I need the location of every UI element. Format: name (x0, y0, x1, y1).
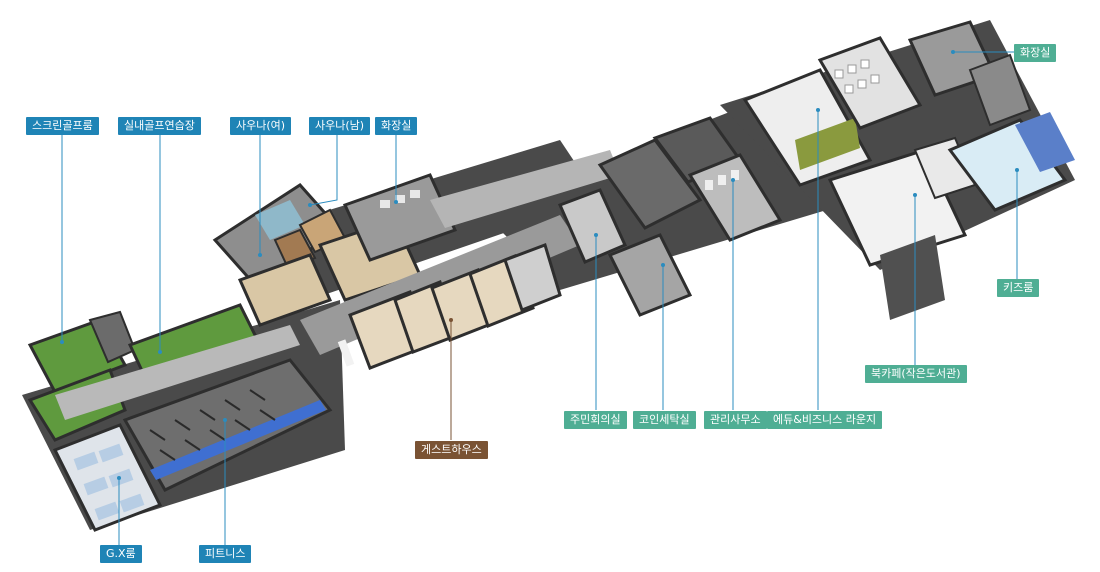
fitness-floor (122, 358, 333, 492)
center-block (557, 116, 783, 317)
label-coin-laundry: 코인세탁실 (633, 411, 696, 429)
label-gx: G.X룸 (100, 545, 142, 563)
label-residents-meeting: 주민회의실 (564, 411, 627, 429)
label-management-office: 관리사무소 (704, 411, 767, 429)
leader-dots (60, 50, 1019, 480)
right-wing (742, 20, 1075, 320)
label-kids-room: 키즈룸 (997, 279, 1040, 297)
leader-lines (61, 51, 1018, 545)
label-sauna-m: 사우나(남) (309, 117, 371, 135)
sauna-block (212, 173, 458, 327)
label-guesthouse: 게스트하우스 (415, 441, 488, 459)
label-book-cafe: 북카페(작은도서관) (865, 365, 967, 383)
fitness-blue-strip (150, 400, 326, 480)
label-restroom-left: 화장실 (375, 117, 418, 135)
label-sauna-f: 사우나(여) (230, 117, 292, 135)
label-golf-practice: 실내골프연습장 (118, 117, 201, 135)
left-wing (27, 303, 333, 532)
label-edu-business-lounge: 에듀&비즈니스 라운지 (767, 411, 883, 429)
label-screen-golf: 스크린골프룸 (26, 117, 99, 135)
label-restroom-right: 화장실 (1014, 44, 1057, 62)
label-fitness: 피트니스 (199, 545, 252, 563)
guesthouse-block (348, 243, 562, 370)
leader-sauna-m (309, 135, 338, 206)
